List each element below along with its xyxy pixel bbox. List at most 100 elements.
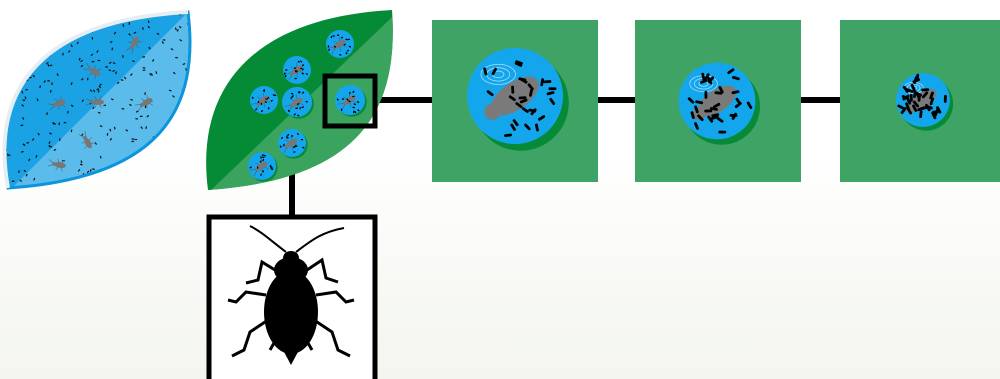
particle: [4, 74, 7, 78]
particle: [108, 61, 112, 65]
particle: [187, 103, 190, 105]
particle: [4, 189, 6, 192]
particle: [170, 48, 174, 51]
particle: [93, 89, 96, 93]
particle: [22, 99, 26, 101]
particle: [7, 41, 11, 45]
particle: [147, 25, 151, 29]
particle: [25, 173, 28, 177]
particle: [70, 21, 74, 24]
particle: [115, 71, 118, 75]
particle: [19, 38, 22, 41]
particle: [106, 132, 109, 136]
particle: [49, 145, 53, 148]
particle: [78, 57, 81, 61]
particle: [113, 177, 116, 179]
particle: [193, 130, 196, 132]
particle: [150, 73, 154, 76]
particle: [148, 46, 151, 50]
particle: [116, 81, 120, 85]
particle: [67, 26, 70, 30]
particle: [53, 148, 57, 151]
particle: [147, 179, 149, 182]
particle: [51, 82, 53, 85]
colony: [247, 152, 278, 182]
particle: [81, 99, 84, 103]
particle: [30, 38, 34, 40]
aphid-detail-panel: [206, 214, 378, 379]
particle: [80, 64, 84, 68]
particle: [85, 20, 89, 23]
particle: [122, 55, 124, 58]
particle: [133, 31, 137, 34]
particle: [48, 141, 51, 145]
particle: [191, 90, 194, 93]
particle: [96, 20, 100, 23]
particle: [4, 48, 6, 51]
particle: [185, 154, 189, 157]
particle: [151, 59, 155, 62]
particle: [178, 25, 182, 29]
particle: [99, 125, 103, 128]
particle: [111, 47, 114, 51]
particle: [49, 64, 53, 67]
particle: [91, 36, 94, 40]
particle: [142, 56, 146, 58]
particle: [100, 22, 102, 25]
particle: [29, 62, 32, 66]
particle: [96, 19, 99, 23]
particle: [142, 27, 144, 30]
particle: [153, 177, 155, 180]
particle: [174, 27, 177, 31]
particle: [99, 83, 102, 87]
particle: [76, 41, 79, 45]
particle: [20, 46, 24, 50]
particle: [29, 76, 32, 79]
particle: [90, 53, 94, 57]
particle: [168, 89, 172, 92]
particle: [109, 137, 113, 141]
particle: [176, 28, 179, 32]
particle: [108, 69, 112, 72]
particle: [163, 184, 166, 188]
particle: [99, 174, 103, 176]
particle: [11, 180, 15, 182]
particle: [35, 154, 38, 158]
colony: [282, 87, 314, 119]
particle: [4, 98, 6, 101]
particle: [131, 138, 135, 140]
particle: [51, 35, 53, 39]
particle: [146, 152, 148, 156]
particle: [13, 76, 16, 79]
particle: [25, 88, 28, 91]
particle: [8, 67, 11, 71]
colony-icon: [247, 30, 367, 182]
particle: [18, 170, 20, 174]
particle: [91, 181, 95, 185]
particle: [130, 98, 134, 101]
particle: [21, 73, 25, 76]
particle: [135, 118, 139, 120]
stage-1-colony-icon: [467, 48, 569, 151]
particle: [47, 63, 50, 67]
particle: [70, 129, 73, 133]
particle: [79, 163, 83, 166]
particle: [50, 89, 52, 93]
particle: [49, 132, 52, 135]
particle: [80, 160, 83, 164]
particle: [38, 21, 41, 24]
particle: [58, 122, 61, 126]
particle: [139, 189, 142, 190]
particle: [195, 11, 198, 12]
particle: [59, 138, 61, 141]
particle: [20, 124, 24, 127]
particle: [123, 76, 127, 80]
particle: [27, 29, 31, 33]
particle: [97, 111, 101, 114]
particle: [31, 138, 35, 141]
particle: [50, 38, 54, 42]
particle: [62, 52, 64, 56]
stage-2-panel: [635, 20, 801, 182]
particle: [70, 104, 74, 108]
leaf-blue-icon: [2, 10, 198, 192]
